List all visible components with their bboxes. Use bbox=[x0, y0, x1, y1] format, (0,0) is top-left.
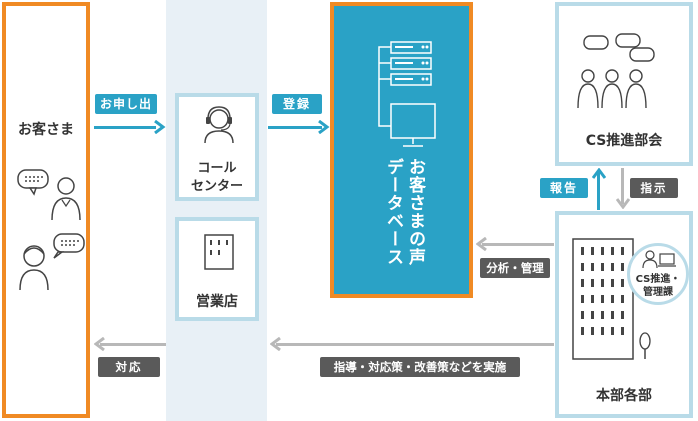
store-label: 営業店 bbox=[196, 294, 238, 310]
guidance-arrow bbox=[276, 343, 554, 346]
database-box: お客さまの声 データベース bbox=[330, 2, 473, 298]
guidance-arrowhead bbox=[270, 337, 281, 351]
analyze-arrow bbox=[482, 243, 554, 246]
call-center-box: コール センター bbox=[175, 93, 259, 201]
analyze-label: 分析・管理 bbox=[480, 258, 550, 278]
cs-committee-label: CS推進部会 bbox=[585, 133, 663, 149]
report-label: 報告 bbox=[540, 178, 588, 198]
store-box: 営業店 bbox=[175, 217, 259, 321]
register-label: 登録 bbox=[272, 94, 322, 114]
headset-operator-icon bbox=[204, 106, 234, 143]
call-center-label-line2: センター bbox=[190, 179, 243, 194]
customer-box: お客さま bbox=[2, 2, 90, 418]
badge-label-line2: 管理課 bbox=[643, 287, 673, 298]
guidance-label: 指導・対応策・改善策などを実施 bbox=[320, 357, 520, 377]
badge-label-line1: CS推進・ bbox=[635, 274, 681, 285]
respond-arrow bbox=[100, 343, 166, 346]
instruct-arrowhead bbox=[616, 198, 630, 209]
server-stack-icon bbox=[378, 41, 436, 147]
report-arrowhead bbox=[592, 168, 606, 179]
customer-male-icon bbox=[17, 169, 81, 221]
register-arrow bbox=[268, 126, 322, 129]
building-icon bbox=[204, 234, 234, 270]
customer-female-icon bbox=[19, 233, 85, 291]
call-center-label-line1: コール bbox=[197, 161, 237, 176]
request-arrowhead bbox=[154, 120, 166, 134]
office-building-icon bbox=[572, 238, 651, 360]
request-arrow bbox=[94, 126, 156, 129]
cs-management-badge: CS推進・ 管理課 bbox=[627, 243, 689, 305]
analyze-arrowhead bbox=[476, 237, 487, 251]
respond-arrowhead bbox=[94, 337, 105, 351]
instruct-arrow bbox=[621, 168, 624, 204]
channel-column bbox=[166, 0, 267, 421]
desk-worker-icon bbox=[642, 250, 676, 269]
database-label-line1: お客さまの声 bbox=[405, 158, 425, 266]
cs-committee-box: CS推進部会 bbox=[555, 2, 693, 166]
request-label: お申し出 bbox=[95, 94, 157, 114]
report-arrow bbox=[597, 172, 600, 210]
headquarters-box: CS推進・ 管理課 本部各部 bbox=[555, 211, 693, 418]
register-arrowhead bbox=[318, 120, 330, 134]
customer-label: お客さま bbox=[18, 122, 74, 138]
instruct-label: 指示 bbox=[630, 178, 678, 198]
group-meeting-icon bbox=[577, 33, 655, 109]
database-label-line2: データベース bbox=[383, 158, 403, 266]
respond-label: 対応 bbox=[98, 357, 160, 377]
headquarters-label: 本部各部 bbox=[596, 388, 652, 404]
